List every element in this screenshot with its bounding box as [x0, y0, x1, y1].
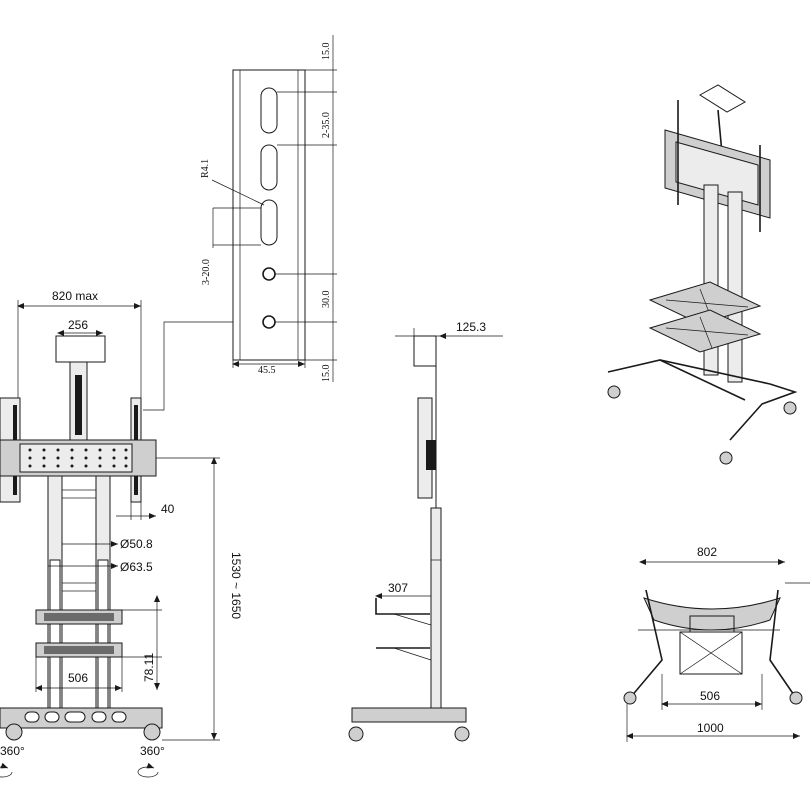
front-wheel-left: [5, 723, 23, 741]
top-shelf: [679, 631, 743, 675]
top-mount-bar: [643, 597, 781, 631]
dim-top-base: 1000: [697, 721, 724, 735]
detail-hole-1: [262, 267, 276, 281]
dim-side-shelf: 307: [388, 581, 408, 595]
top-base-left: [629, 589, 663, 699]
detail-view: 15.0 2-35.0 30.0 15.0 3-20.0 R4.1 45.5: [143, 35, 337, 411]
dim-256: 256: [68, 318, 88, 332]
front-wheel-right: [143, 723, 161, 741]
dim-top-width: 802: [697, 545, 717, 559]
detail-dim-radius: R4.1: [200, 159, 211, 178]
side-shelf-1: [375, 598, 430, 615]
top-view: 802 506 1000: [623, 545, 810, 742]
detail-leader: [143, 321, 233, 411]
detail-dim-width: 45.5: [258, 365, 276, 376]
detail-dim-holes: 3-20.0: [201, 259, 212, 285]
dim-shelf-height: 78.11: [142, 653, 156, 682]
detail-dim-15a: 15.0: [321, 43, 332, 61]
detail-slot-2: [260, 144, 278, 191]
front-view: 820 max 256: [0, 289, 243, 778]
rotation-left-label: 360°: [0, 744, 25, 758]
perspective-base: [607, 359, 798, 441]
side-top-box: [413, 335, 437, 367]
side-column: [430, 507, 442, 709]
perspective-view: [607, 84, 798, 465]
dim-top-shelf: 506: [700, 689, 720, 703]
dim-height: 1530 ~ 1650: [229, 552, 243, 619]
detail-slot-1: [260, 87, 278, 134]
dim-820-max: 820 max: [52, 289, 98, 303]
detail-slot-3: [260, 199, 278, 246]
side-wheel-right: [454, 726, 470, 742]
dim-dia-outer: Ø63.5: [120, 560, 153, 574]
side-wheel-left: [348, 726, 364, 742]
dim-40: 40: [161, 502, 175, 516]
detail-dim-slot: 2-35.0: [321, 112, 332, 138]
detail-hole-2: [262, 315, 276, 329]
perspective-column-right: [727, 191, 743, 383]
rotate-icon-left: [0, 762, 13, 778]
dim-shelf-width: 506: [68, 671, 88, 685]
dim-dia-inner: Ø50.8: [120, 537, 153, 551]
detail-dim-15b: 15.0: [321, 365, 332, 383]
detail-dim-30: 30.0: [321, 291, 332, 309]
side-base: [351, 707, 467, 723]
rotation-right-label: 360°: [140, 744, 165, 758]
side-view: 125.3 307: [348, 320, 503, 742]
mount-holes: [28, 448, 128, 468]
rotate-icon-right: [137, 762, 159, 778]
top-camera-box: [55, 335, 106, 363]
dim-side-top: 125.3: [456, 320, 486, 334]
detail-plate: [232, 69, 306, 361]
top-base-right: [769, 589, 797, 699]
